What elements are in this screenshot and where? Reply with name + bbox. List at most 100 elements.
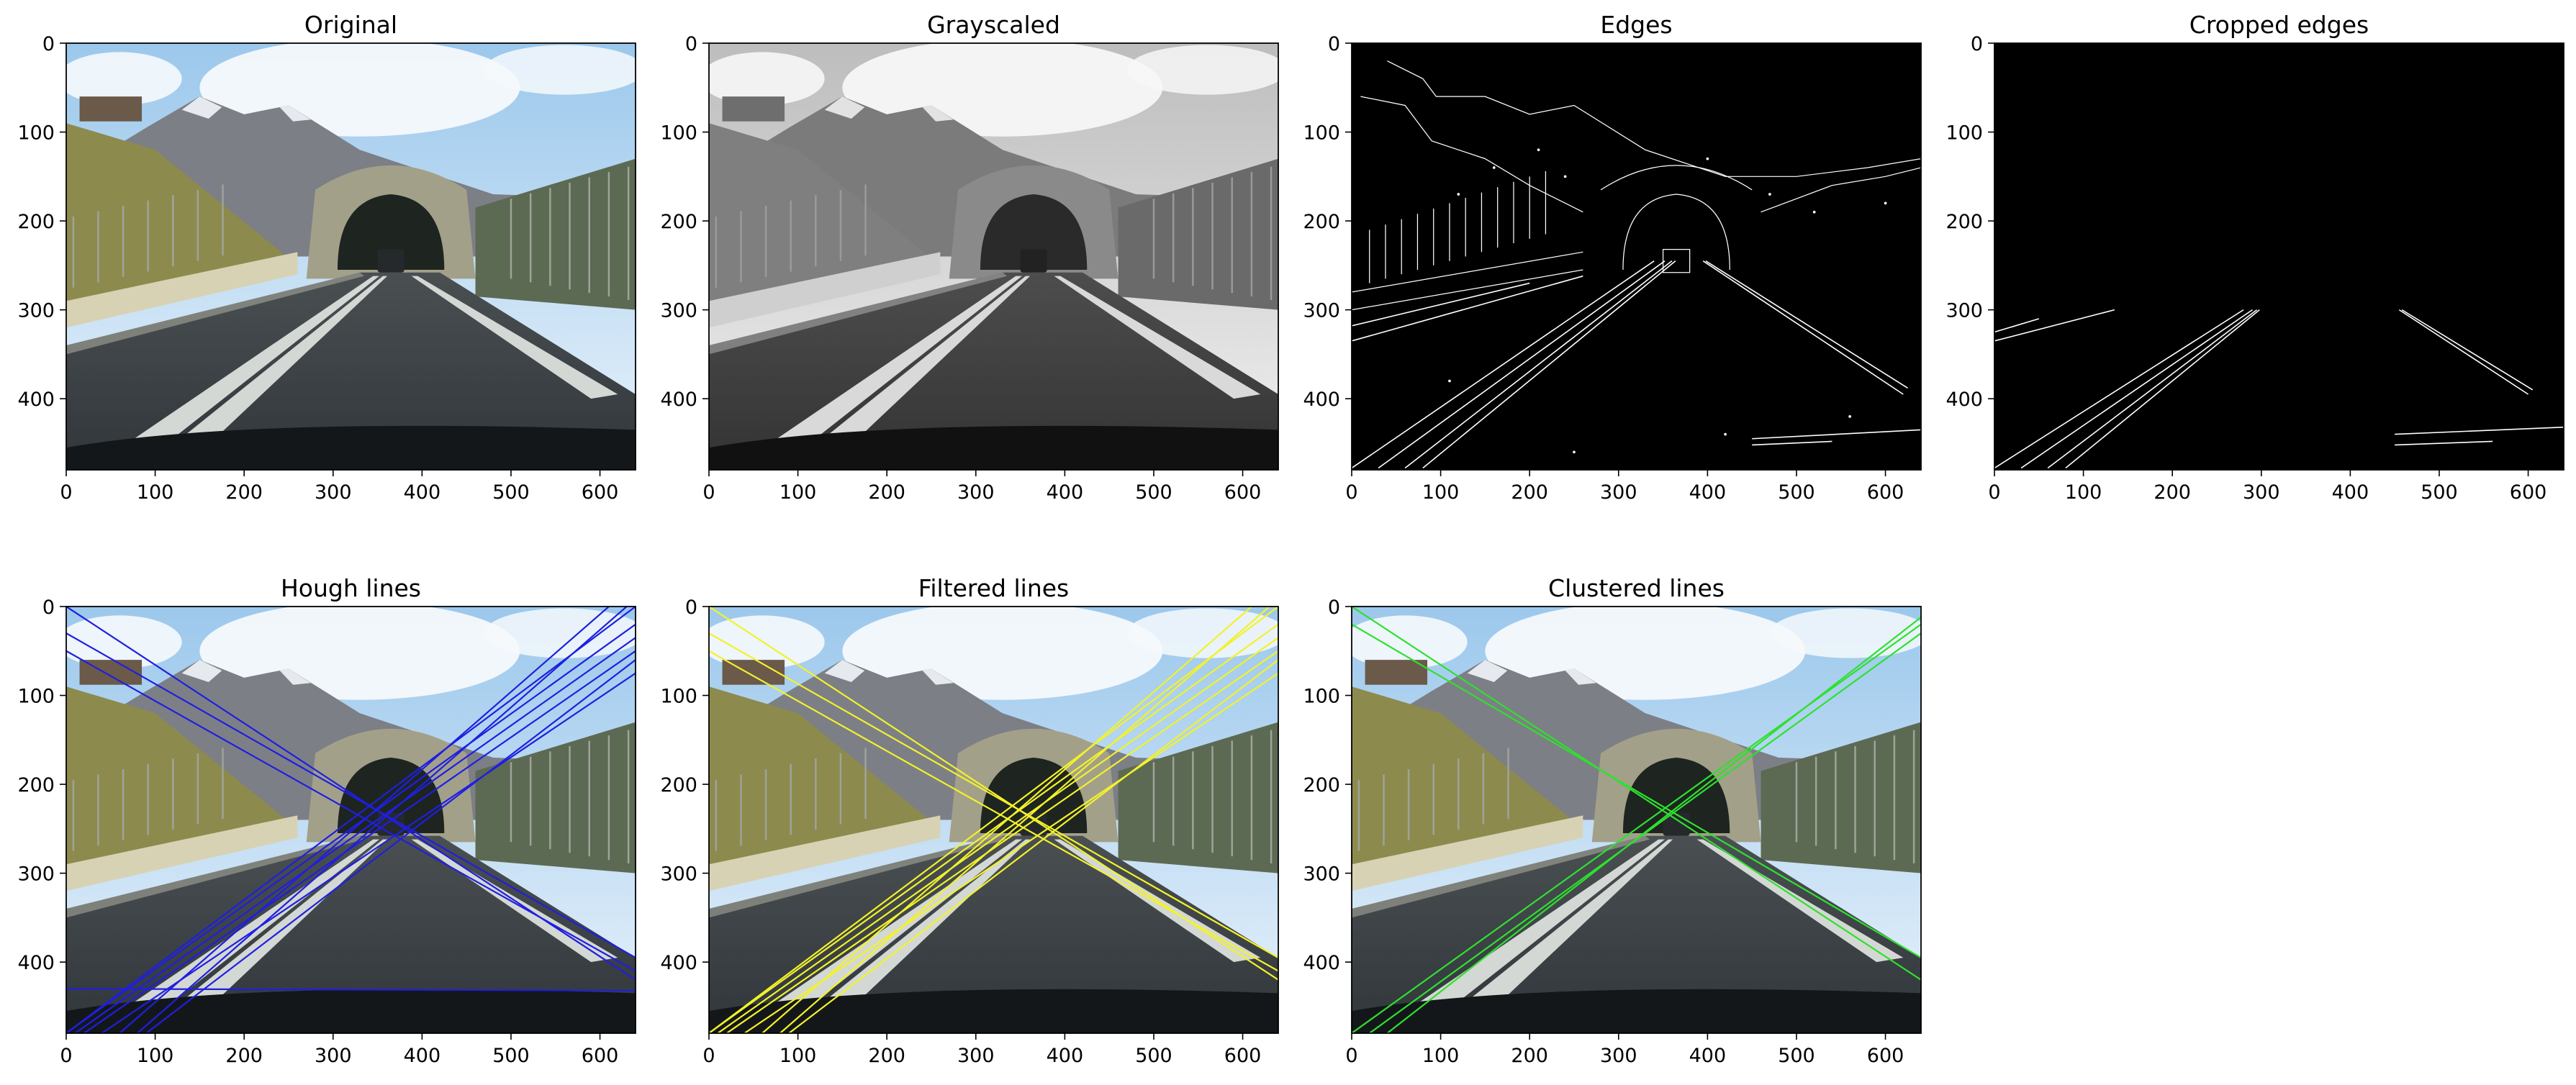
edge-segment-6 — [1994, 309, 2115, 342]
detected-line-0 — [1352, 623, 1921, 1033]
x-tick-label: 300 — [315, 481, 352, 504]
edge-segment-2 — [2047, 309, 2258, 469]
axes-frame — [65, 606, 636, 1034]
edge-segment-4 — [2398, 309, 2529, 395]
x-tick-label: 300 — [957, 1045, 995, 1067]
detected-line-3 — [744, 672, 1278, 1033]
detected-line-6 — [74, 637, 636, 1033]
x-tick-label: 500 — [2421, 481, 2458, 504]
x-tick-label: 300 — [1600, 1045, 1637, 1067]
y-tick-label: 300 — [1303, 300, 1340, 322]
x-tick-label: 400 — [2332, 481, 2369, 504]
y-tick-label: 400 — [660, 389, 697, 411]
x-tick-label: 200 — [2154, 481, 2191, 504]
x-tick-label: 0 — [702, 1045, 715, 1067]
panel-title: Edges — [1600, 11, 1672, 39]
axes-frame — [1351, 42, 1922, 471]
panel-image — [709, 607, 1278, 1033]
detected-line-7 — [788, 659, 1278, 1033]
x-tick-label: 600 — [1224, 1045, 1262, 1067]
x-tick-label: 500 — [1135, 481, 1172, 504]
x-tick-label: 0 — [1988, 481, 2000, 504]
detected-line-1 — [709, 623, 1278, 1033]
x-tick-label: 200 — [225, 1045, 263, 1067]
panel-title: Grayscaled — [927, 11, 1060, 39]
y-tick-label: 200 — [17, 211, 55, 233]
panel-title: Clustered lines — [1548, 574, 1725, 602]
y-tick-label: 200 — [1303, 774, 1340, 796]
x-tick-label: 200 — [868, 481, 905, 504]
x-tick-label: 100 — [137, 481, 174, 504]
edge-segment-8 — [1752, 429, 1921, 440]
y-tick-label: 200 — [1945, 211, 1983, 233]
detected-line-4 — [119, 607, 610, 1033]
edge-segment-6 — [1352, 275, 1583, 342]
y-tick-label: 400 — [1303, 389, 1340, 411]
x-tick-label: 200 — [1511, 1045, 1548, 1067]
edge-segment-5 — [1705, 260, 1908, 389]
x-tick-label: 500 — [1778, 1045, 1815, 1067]
edge-segment-5 — [2401, 309, 2534, 391]
axes-frame — [65, 42, 636, 471]
edge-segment-7 — [1994, 318, 2040, 333]
edge-segment-3 — [1422, 260, 1676, 469]
y-tick-label: 100 — [660, 122, 697, 145]
y-tick-label: 0 — [1328, 596, 1340, 619]
panel-image — [66, 43, 636, 470]
panel-image — [709, 43, 1278, 470]
detected-line-0 — [66, 607, 636, 1033]
panel-image — [1994, 43, 2564, 470]
y-tick-label: 0 — [1971, 33, 1983, 55]
x-tick-label: 300 — [315, 1045, 352, 1067]
y-tick-label: 200 — [1303, 211, 1340, 233]
edge-segment-1 — [2020, 309, 2253, 469]
detected-line-1 — [66, 623, 636, 1033]
x-tick-label: 300 — [957, 481, 995, 504]
x-tick-label: 600 — [2510, 481, 2547, 504]
x-tick-label: 500 — [1135, 1045, 1172, 1067]
y-tick-label: 300 — [660, 300, 697, 322]
detected-line-11 — [66, 988, 636, 991]
x-tick-label: 0 — [60, 481, 72, 504]
y-tick-label: 0 — [42, 596, 55, 619]
edge-segment-9 — [1752, 440, 1832, 446]
panel-image — [1352, 43, 1921, 470]
detected-line-4 — [1352, 623, 1921, 958]
y-tick-label: 200 — [660, 774, 697, 796]
x-tick-label: 400 — [1689, 481, 1727, 504]
x-tick-label: 600 — [582, 481, 619, 504]
x-tick-label: 400 — [1689, 1045, 1727, 1067]
x-tick-label: 100 — [2065, 481, 2102, 504]
x-tick-label: 500 — [492, 481, 530, 504]
y-tick-label: 300 — [1945, 300, 1983, 322]
axes-frame — [708, 42, 1279, 471]
x-tick-label: 400 — [1047, 481, 1084, 504]
axes-frame — [1994, 42, 2564, 471]
detected-line-2 — [1386, 616, 1921, 1033]
edge-segment-1 — [1378, 260, 1666, 469]
y-tick-label: 300 — [1303, 863, 1340, 886]
y-tick-label: 400 — [17, 952, 55, 974]
edge-segment-0 — [1994, 309, 2244, 469]
x-tick-label: 300 — [2243, 481, 2280, 504]
detected-line-0 — [709, 607, 1278, 1033]
y-tick-label: 300 — [660, 863, 697, 886]
y-tick-label: 0 — [685, 33, 697, 55]
y-tick-label: 200 — [17, 774, 55, 796]
y-tick-label: 100 — [1303, 122, 1340, 145]
y-tick-label: 100 — [1945, 122, 1983, 145]
detected-line-10 — [66, 650, 636, 972]
x-tick-label: 400 — [404, 481, 441, 504]
detected-line-9 — [66, 632, 636, 958]
x-tick-label: 400 — [1047, 1045, 1084, 1067]
detected-line-7 — [145, 659, 636, 1033]
axes-frame — [1351, 606, 1922, 1034]
x-tick-label: 200 — [225, 481, 263, 504]
panel-title: Original — [304, 11, 397, 39]
